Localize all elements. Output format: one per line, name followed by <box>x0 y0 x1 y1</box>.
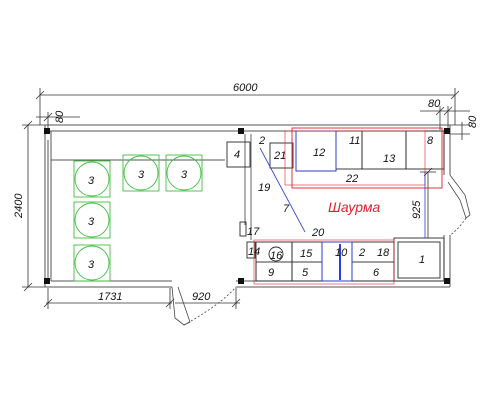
item-9: 9 <box>268 267 274 279</box>
dim-wall-right-vertical: 80 <box>467 115 479 128</box>
zone-label: Шаурма <box>328 199 380 215</box>
item-6: 6 <box>373 267 380 279</box>
item-1: 1 <box>419 254 425 266</box>
dimension-lines <box>22 88 470 309</box>
item-3-c: 3 <box>181 169 188 181</box>
item-3-e: 3 <box>88 259 95 271</box>
dim-wall-left: 80 <box>54 110 66 123</box>
item-21: 21 <box>273 150 286 162</box>
colored-outlines <box>253 127 443 285</box>
equipment-numbers: 1 2 2 3 3 3 3 3 4 5 6 7 8 9 10 11 12 13 … <box>88 135 434 279</box>
item-22: 22 <box>345 173 358 185</box>
item-16: 16 <box>270 250 283 262</box>
dim-left-section: 1731 <box>98 291 122 303</box>
item-8: 8 <box>427 135 434 147</box>
dim-door-width: 920 <box>192 291 211 303</box>
item-13: 13 <box>383 153 396 165</box>
item-3-d: 3 <box>88 216 95 228</box>
dining-tables <box>73 154 203 282</box>
dim-total-length: 6000 <box>233 82 258 94</box>
item-5: 5 <box>302 267 309 279</box>
item-2-bottom: 2 <box>358 247 365 259</box>
item-14: 14 <box>248 246 260 258</box>
item-17: 17 <box>247 226 260 238</box>
dim-wall-right: 80 <box>428 98 441 110</box>
item-19: 19 <box>258 182 270 194</box>
bottom-door <box>171 286 237 326</box>
partition <box>51 134 252 240</box>
item-2-top: 2 <box>258 135 265 147</box>
right-door <box>447 174 471 236</box>
item-18: 18 <box>377 247 390 259</box>
corner-posts <box>44 128 450 284</box>
dim-kitchen-depth: 925 <box>411 200 423 219</box>
outer-walls <box>44 124 451 288</box>
dim-total-width: 2400 <box>13 193 25 219</box>
item-4: 4 <box>234 149 240 161</box>
item-12: 12 <box>313 147 325 159</box>
item-3-a: 3 <box>88 175 95 187</box>
item-15: 15 <box>300 248 313 260</box>
item-3-b: 3 <box>138 169 145 181</box>
item-20: 20 <box>311 227 325 239</box>
item-7: 7 <box>283 203 290 215</box>
item-10: 10 <box>335 247 348 259</box>
item-11: 11 <box>349 135 360 147</box>
